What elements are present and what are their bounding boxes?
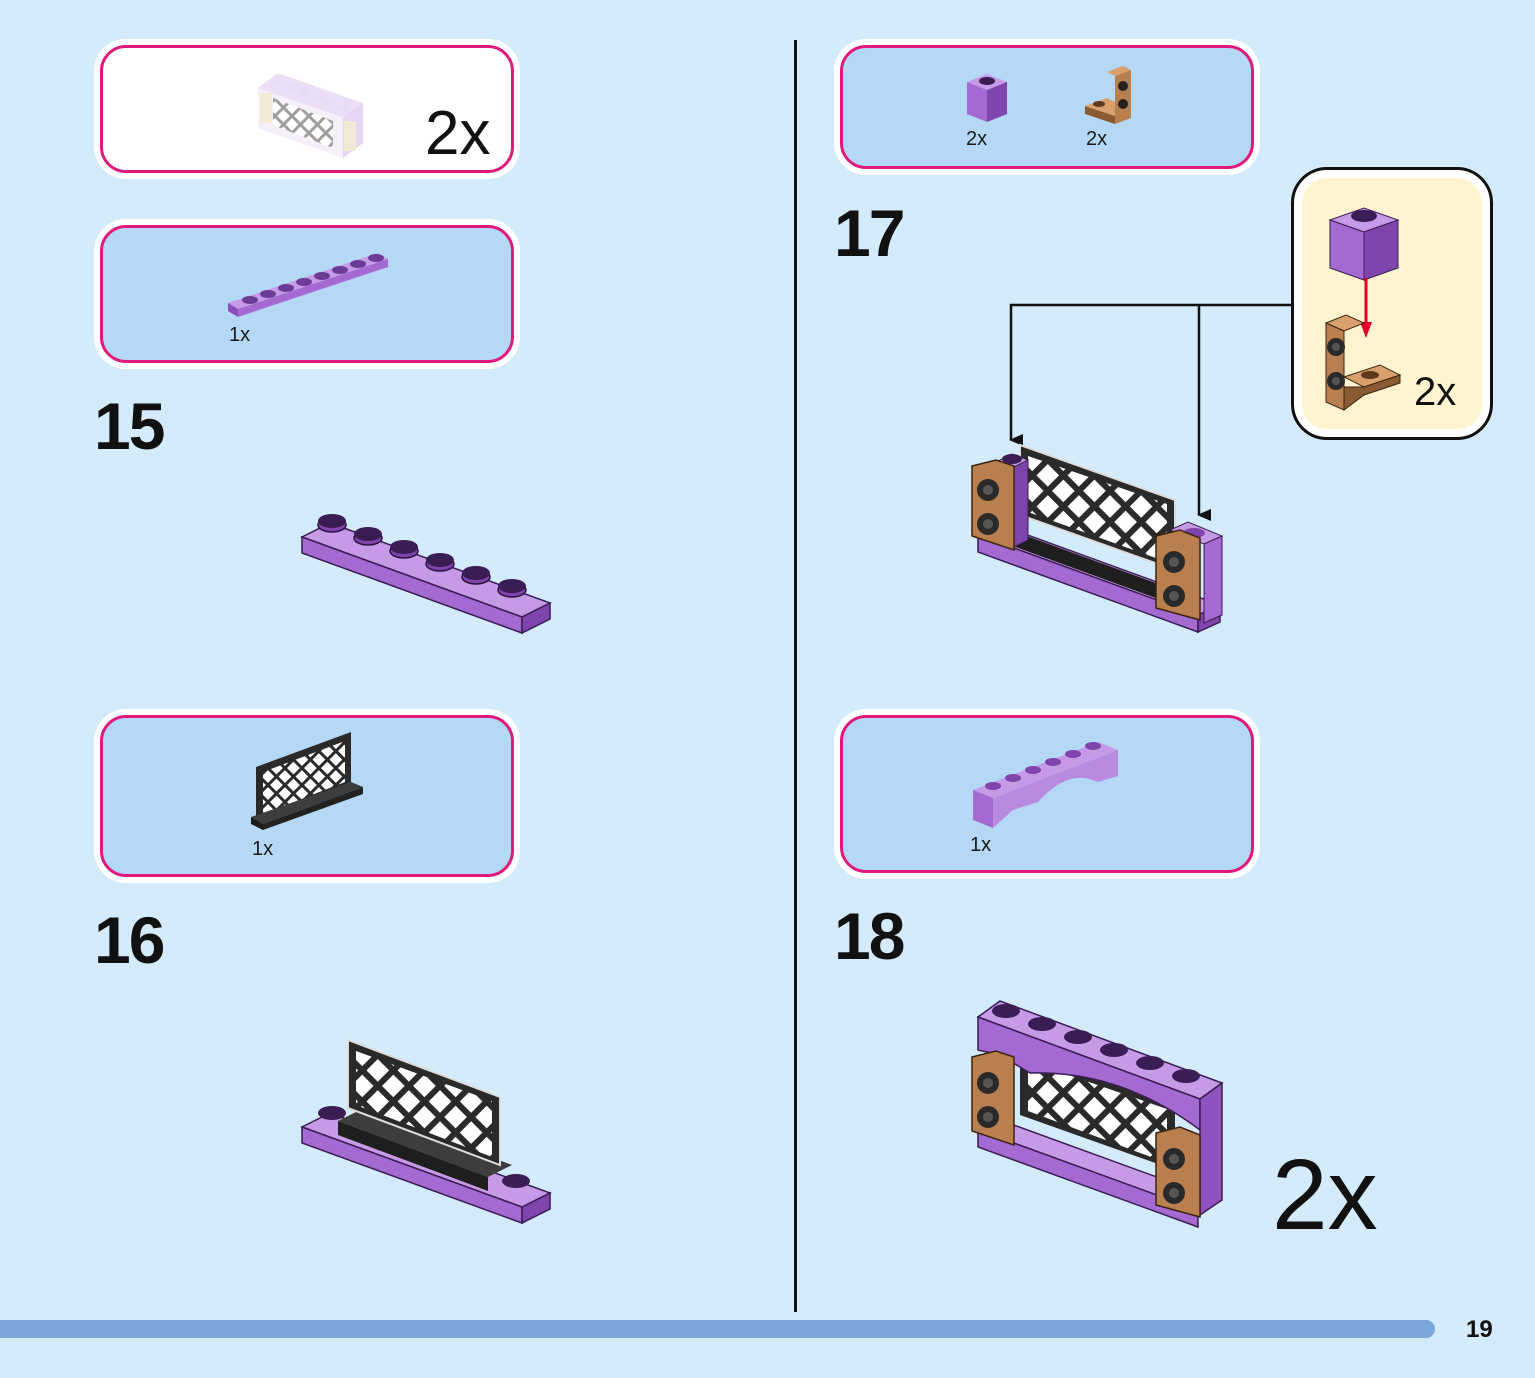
step-18-parts-box: 1x <box>840 715 1254 873</box>
step-15-parts-box: 1x <box>100 225 514 363</box>
page-progress-bar <box>0 1320 1435 1338</box>
step-17-parts-box: 2x 2x <box>840 45 1254 169</box>
step-15-number: 15 <box>94 389 165 463</box>
step-17-part-1-quantity: 2x <box>966 128 988 150</box>
purple-arch-1x6-icon <box>973 742 1118 828</box>
step-15-part-quantity: 1x <box>229 324 251 346</box>
subassembly-quantity: 2x <box>425 99 491 168</box>
step-16-parts-box: 1x <box>100 715 514 877</box>
step-18-build-arched-wall <box>971 1000 1224 1229</box>
step-16-build-fence-on-plate <box>300 1038 552 1225</box>
page-number: 19 <box>1466 1316 1493 1343</box>
purple-plate-1x8-icon <box>228 253 388 317</box>
tan-bracket-icon <box>1085 66 1131 124</box>
step-17-number: 17 <box>834 196 905 270</box>
callout-quantity: 2x <box>1414 370 1457 414</box>
step-16-part-quantity: 1x <box>252 838 274 860</box>
faded-subassembly-icon <box>258 73 363 158</box>
step-17-build-wall <box>971 443 1224 634</box>
callout-purple-brick-icon <box>1328 207 1400 281</box>
step-17-part-2-quantity: 2x <box>1086 128 1108 150</box>
black-lattice-fence-icon <box>251 732 363 830</box>
step-18-part-quantity: 1x <box>970 834 992 856</box>
callout-tan-bracket-icon <box>1324 314 1402 411</box>
step-18-number: 18 <box>834 899 905 973</box>
purple-brick-1x1-icon <box>967 74 1007 122</box>
step-16-number: 16 <box>94 903 165 977</box>
callout-red-arrow <box>1360 278 1372 338</box>
subassembly-parts-box: 2x <box>100 45 514 173</box>
step-18-build-multiplier: 2x <box>1272 1139 1378 1251</box>
step-17-placement-arrows <box>1009 303 1293 521</box>
column-divider <box>794 40 797 1312</box>
step-17-subassembly-callout: 2x <box>1291 167 1493 440</box>
step-15-build-plate <box>300 514 552 635</box>
